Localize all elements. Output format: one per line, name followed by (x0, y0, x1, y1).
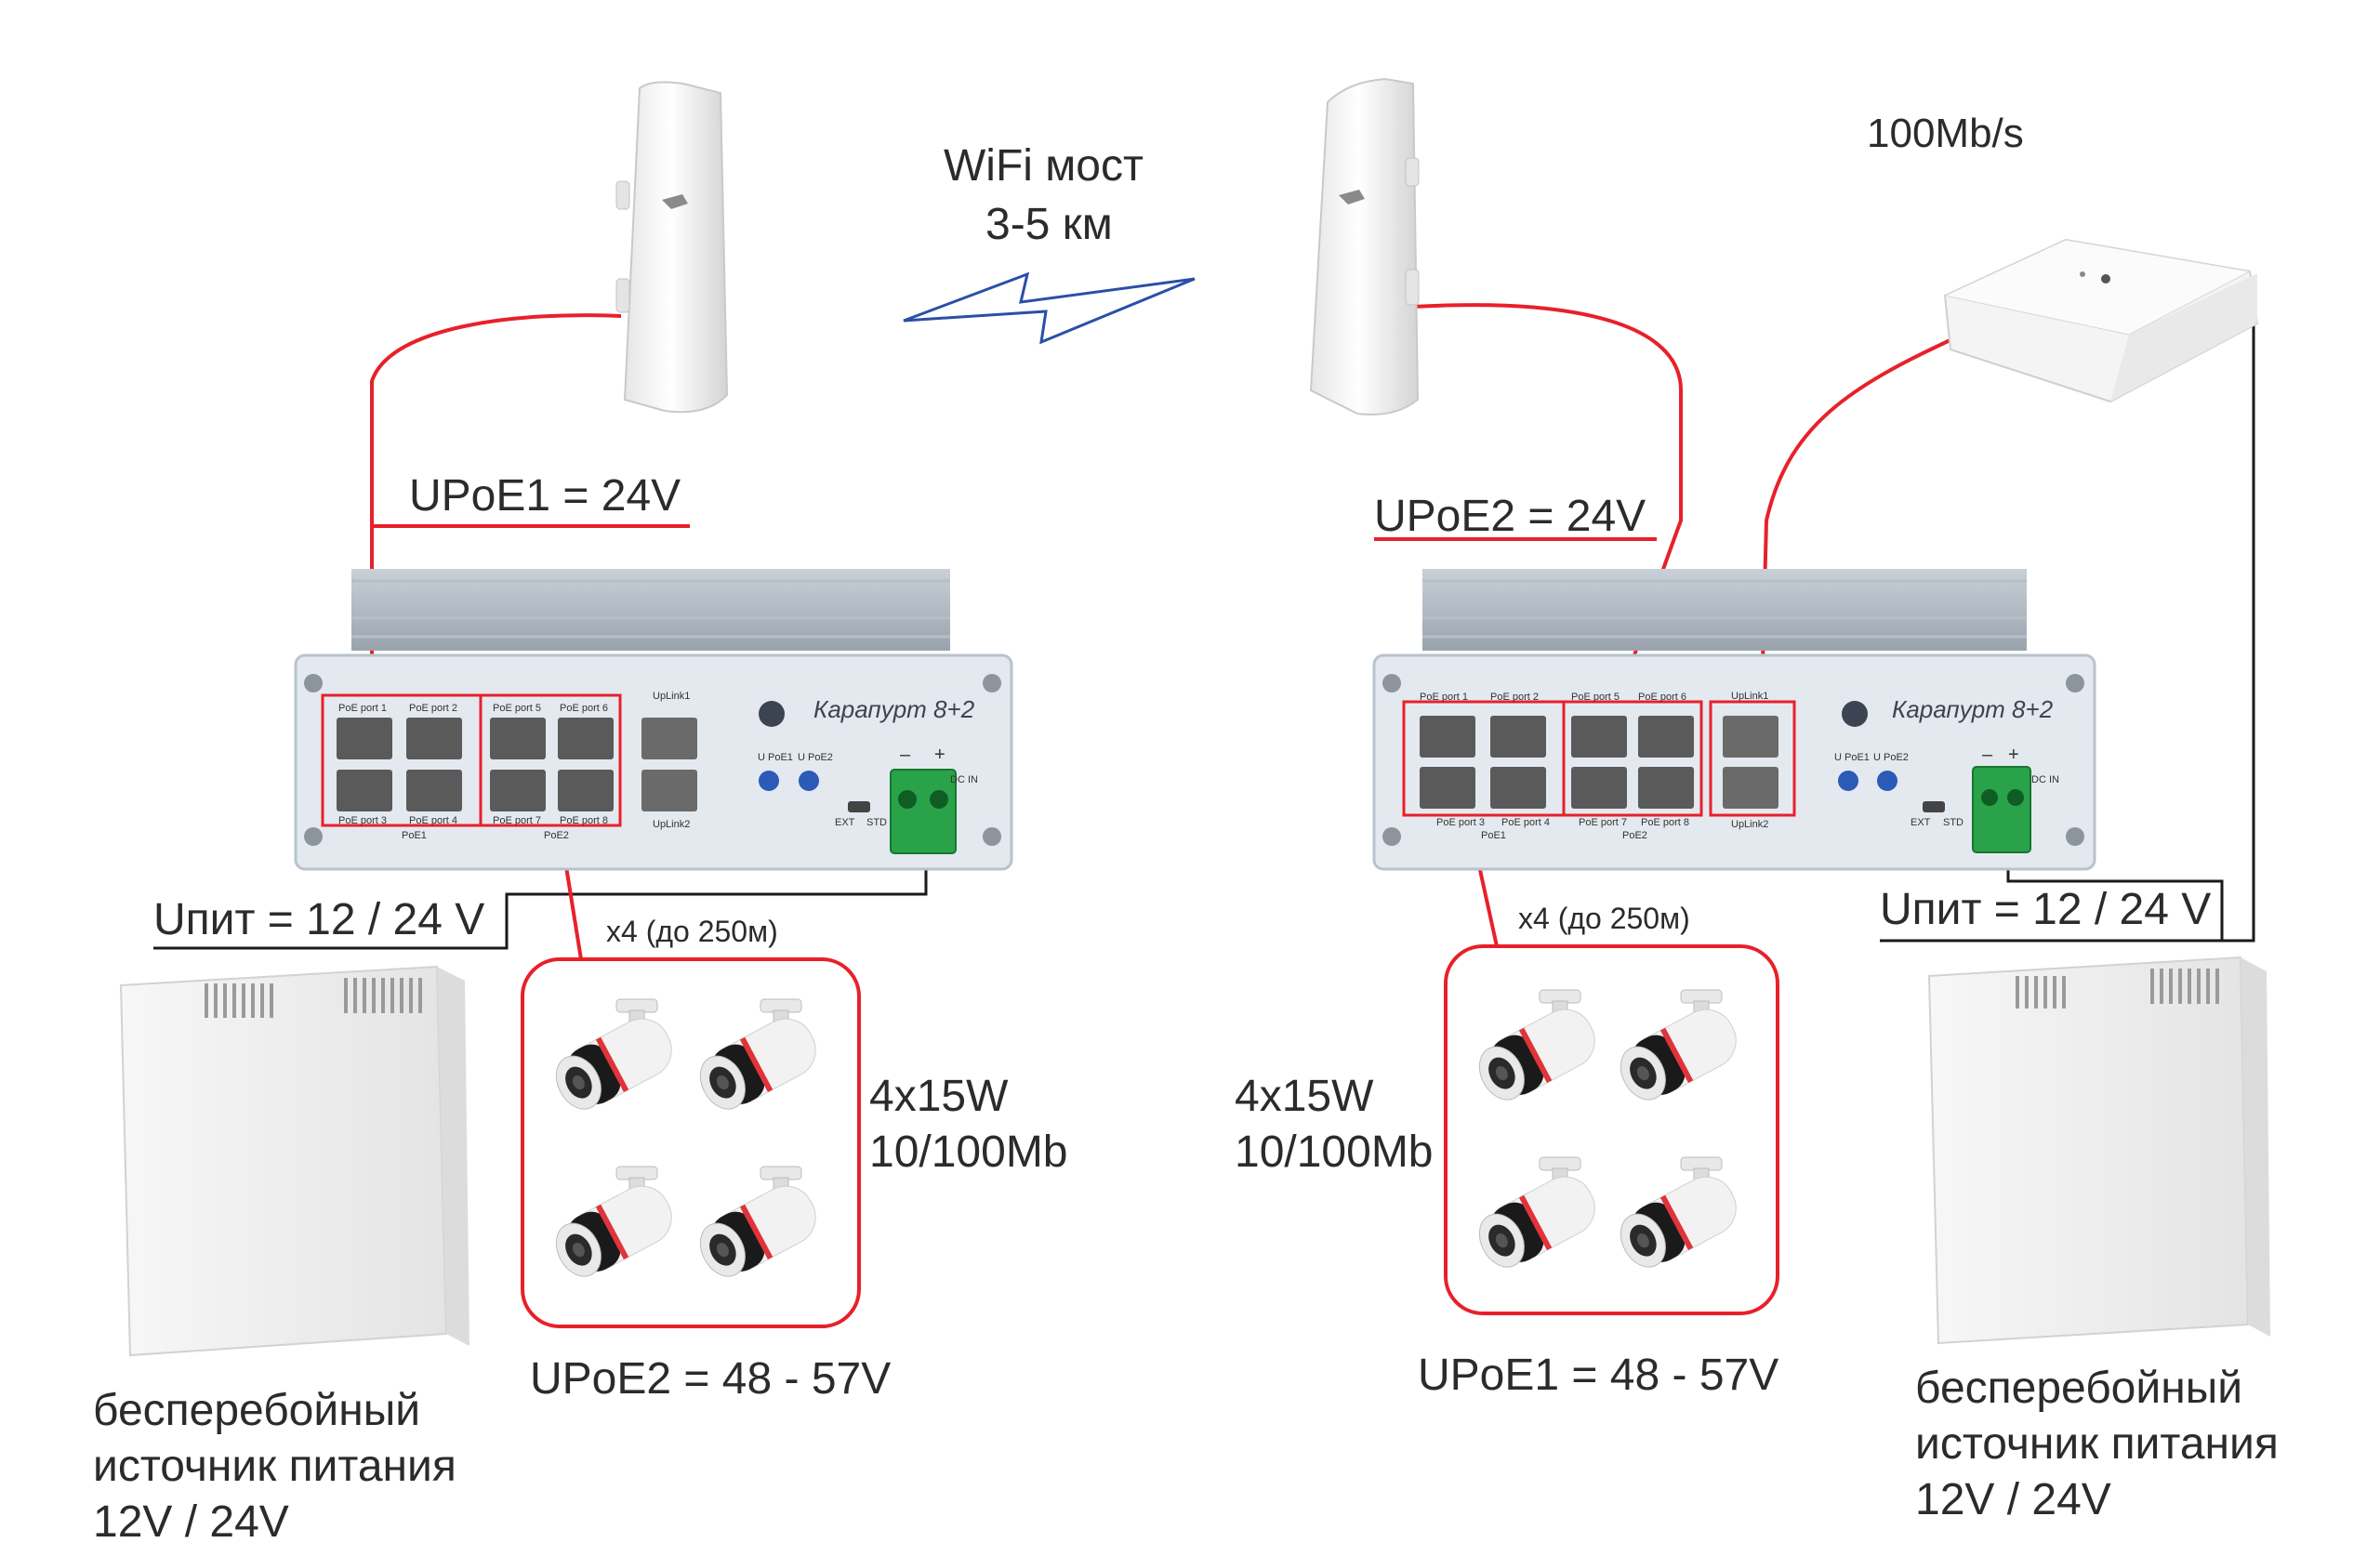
port-label: PoE port 6 (1638, 692, 1686, 703)
wifi-bridge-bolt (903, 271, 1196, 345)
wifi-antenna-icon (623, 81, 729, 414)
left-power-line (153, 855, 928, 950)
std-label: STD (1943, 817, 1964, 828)
port-label: PoE port 8 (1641, 817, 1689, 828)
group-label: PoE2 (1622, 830, 1647, 841)
group-label: PoE1 (402, 830, 427, 841)
poe-switch-left (294, 569, 1013, 871)
nvr-right-black-line (2222, 323, 2255, 943)
uplink-label: UpLink1 (653, 691, 690, 702)
port-label: PoE port 5 (493, 703, 541, 714)
right-power-label: Uпит = 12 / 24 V (1880, 885, 2212, 934)
uplink-label: UpLink2 (653, 819, 690, 830)
group-label: PoE2 (544, 830, 569, 841)
dc-in-label: DC IN (2031, 774, 2059, 785)
upoe-btn-label: U PoE1 (1834, 752, 1870, 763)
port-label: PoE port 4 (1501, 817, 1550, 828)
port-label: PoE port 2 (1490, 692, 1539, 703)
poe2-group-box-right (1562, 700, 1703, 817)
terminal-plus: + (2008, 745, 2019, 765)
right-upoe-cams-label: UPoE1 = 48 - 57V (1418, 1351, 1779, 1400)
port-label: PoE port 8 (560, 815, 608, 826)
upoe-btn-label: U PoE2 (798, 752, 833, 763)
wifi-bridge-title: WiFi мост (944, 141, 1144, 191)
right-ups-label: бесперебойный источник питания 12V / 24V (1915, 1364, 2279, 1524)
camera-group-left (521, 957, 861, 1328)
left-cameras-count: x4 (до 250м) (606, 915, 778, 948)
left-upoe-cams-label: UPoE2 = 48 - 57V (530, 1354, 892, 1404)
std-label: STD (866, 817, 887, 828)
left-cameras-spec: 4x15W 10/100Mb (869, 1072, 1068, 1177)
wiring (153, 303, 2255, 960)
terminal-minus: – (1982, 745, 1993, 765)
terminal-minus: – (900, 745, 911, 765)
port-label: PoE port 4 (409, 815, 457, 826)
ups-box-icon (119, 965, 469, 1357)
wifi-antenna-left (615, 81, 729, 414)
poe-switch-icon (294, 569, 1013, 871)
port-label: PoE port 3 (338, 815, 387, 826)
uplink-box-right (1709, 700, 1796, 817)
terminal-plus: + (934, 745, 945, 765)
camera-group-right (1444, 944, 1779, 1315)
nvr-speed-label: 100Mb/s (1867, 111, 2024, 156)
nvr-recorder (1943, 238, 2259, 403)
left-power-label: Uпит = 12 / 24 V (153, 895, 485, 944)
poe-switch-right (1372, 569, 2096, 871)
upoe-btn-label: U PoE2 (1873, 752, 1909, 763)
uplink-label: UpLink2 (1731, 819, 1768, 830)
nvr-uplink-cable (1760, 325, 1979, 700)
switch-brand: Карапурт 8+2 (813, 695, 975, 723)
port-label: PoE port 1 (1420, 692, 1468, 703)
left-ups-label: бесперебойный источник питания 12V / 24V (93, 1386, 456, 1547)
port-label: PoE port 5 (1571, 692, 1620, 703)
ext-label: EXT (1911, 817, 1931, 828)
wifi-antenna-icon (1309, 77, 1420, 415)
port-label: PoE port 7 (1579, 817, 1627, 828)
wifi-antenna-right (1309, 77, 1420, 415)
uplink-label: UpLink1 (1731, 691, 1768, 702)
port-label: PoE port 2 (409, 703, 457, 714)
wifi-bridge-range: 3-5 км (985, 200, 1113, 249)
right-upoe-ap-label: UPoE2 = 24V (1374, 492, 1646, 541)
port-label: PoE port 6 (560, 703, 608, 714)
left-ap-cable (370, 313, 622, 699)
group-label: PoE1 (1481, 830, 1506, 841)
switch-brand: Карапурт 8+2 (1892, 695, 2054, 723)
port-label: PoE port 7 (493, 815, 541, 826)
poe2-group-box (479, 693, 622, 827)
ups-box-icon (1927, 956, 2270, 1345)
right-power-line (1880, 855, 2224, 943)
port-label: PoE port 3 (1436, 817, 1485, 828)
ups-left (119, 965, 469, 1357)
terminal-block-right (1972, 766, 2031, 853)
terminal-block-left (890, 769, 957, 854)
left-upoe-ap-label: UPoE1 = 24V (409, 471, 681, 521)
right-cameras-spec: 4x15W 10/100Mb (1235, 1072, 1434, 1177)
dc-in-label: DC IN (950, 774, 978, 785)
ext-label: EXT (835, 817, 855, 828)
right-cameras-count: x4 (до 250м) (1518, 902, 1690, 935)
ups-right (1927, 956, 2270, 1345)
upoe-btn-label: U PoE1 (758, 752, 793, 763)
port-label: PoE port 1 (338, 703, 387, 714)
